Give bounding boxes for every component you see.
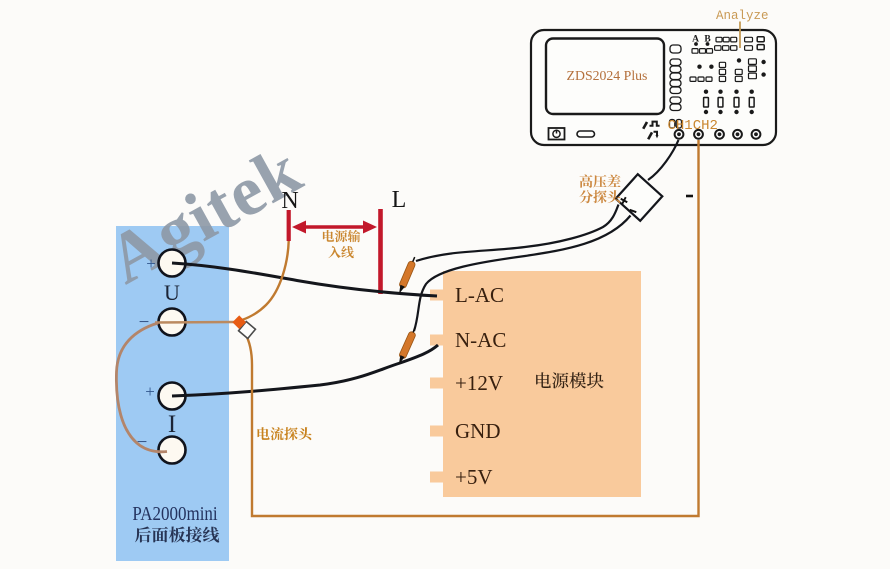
svg-text:+12V: +12V — [455, 371, 503, 395]
svg-text:L-AC: L-AC — [455, 283, 504, 307]
svg-text:−: − — [137, 432, 148, 453]
svg-text:B: B — [704, 35, 711, 45]
svg-text:Analyze: Analyze — [716, 9, 769, 23]
svg-text:L: L — [392, 187, 407, 213]
svg-text:GND: GND — [455, 419, 501, 443]
svg-text:N-AC: N-AC — [455, 328, 506, 352]
svg-text:I: I — [168, 411, 176, 438]
svg-text:ZDS2024 Plus: ZDS2024 Plus — [567, 68, 648, 83]
svg-text:+5V: +5V — [455, 465, 493, 489]
svg-text:PA2000mini: PA2000mini — [132, 503, 217, 526]
svg-text:A: A — [692, 35, 699, 45]
svg-text:+: + — [146, 254, 156, 273]
svg-text:N: N — [281, 188, 298, 214]
svg-text:−: − — [139, 312, 150, 333]
svg-text:U: U — [164, 280, 180, 305]
svg-text:+: + — [145, 382, 155, 401]
